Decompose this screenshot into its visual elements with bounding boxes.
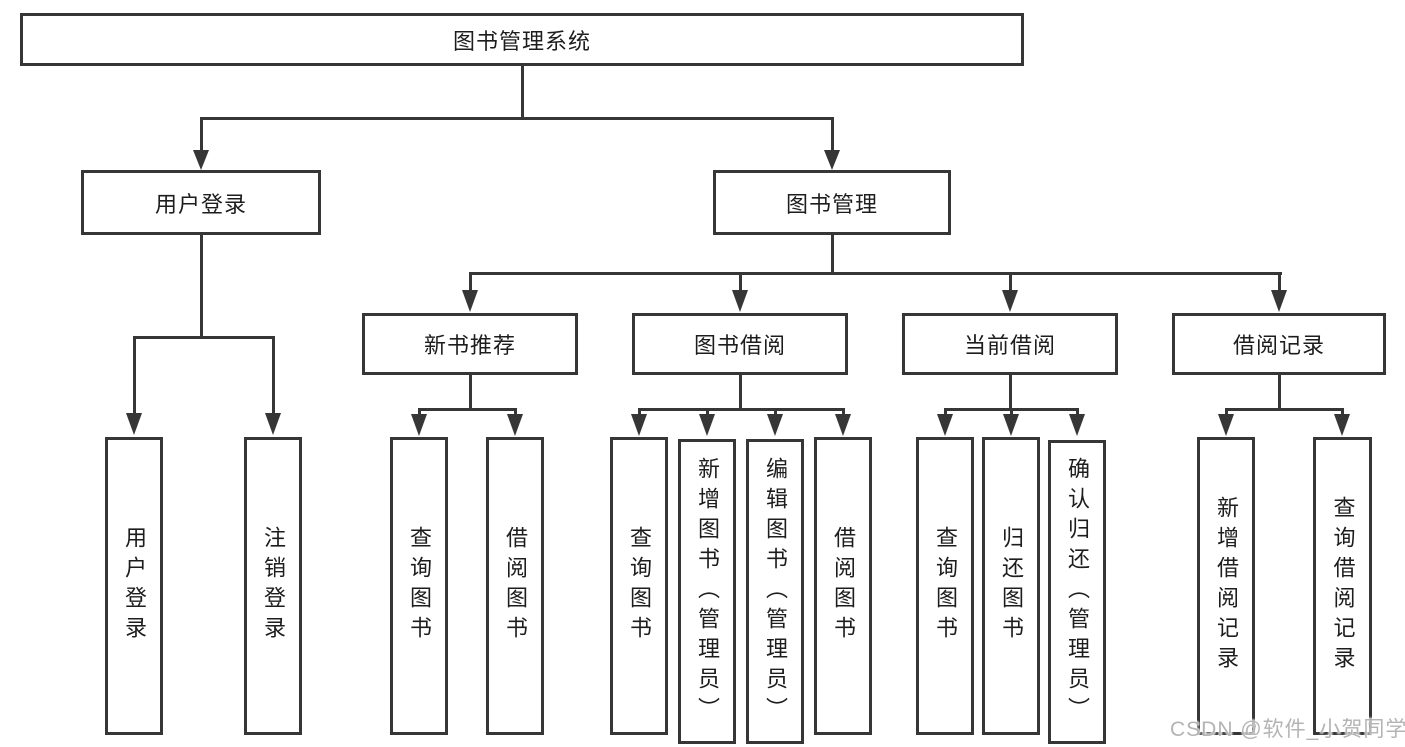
arrow-down-icon — [411, 414, 427, 436]
arrow-down-icon — [1003, 414, 1019, 436]
node-label: 确认归还（管理员） — [1065, 457, 1090, 727]
connector-line — [1010, 408, 1013, 416]
arrow-down-icon — [1271, 290, 1287, 312]
arrow-down-icon — [937, 414, 953, 436]
connector-line — [1009, 375, 1012, 410]
leaf-logout: 注销登录 — [244, 437, 302, 735]
leaf-query-borrow-record: 查询借阅记录 — [1313, 437, 1372, 735]
node-label: 图书管理 — [785, 191, 878, 217]
arrow-down-icon — [824, 150, 840, 170]
connector-line — [774, 408, 777, 416]
connector-line — [1225, 408, 1228, 416]
node-library-management-system: 图书管理系统 — [20, 13, 1024, 66]
arrow-down-icon — [507, 414, 523, 436]
connector-line — [418, 408, 517, 411]
arrow-down-icon — [265, 413, 281, 435]
node-book-management: 图书管理 — [713, 170, 951, 235]
node-label: 新书推荐 — [423, 333, 516, 358]
arrow-down-icon — [835, 414, 851, 436]
connector-line — [521, 66, 524, 118]
node-label: 注销登录 — [261, 526, 286, 646]
connector-line — [739, 272, 742, 292]
node-label: 查询借阅记录 — [1330, 496, 1356, 676]
connector-line — [469, 272, 1282, 275]
connector-line — [133, 336, 136, 414]
leaf-add-books-admin: 新增图书（管理员） — [678, 439, 736, 744]
node-new-book-recommend: 新书推荐 — [362, 313, 578, 375]
arrow-down-icon — [1002, 290, 1018, 312]
node-borrow-records: 借阅记录 — [1172, 313, 1386, 375]
watermark: CSDN @软件_小贺同学 — [1170, 718, 1405, 741]
leaf-borrow-books: 借阅图书 — [814, 437, 872, 735]
node-book-borrowing: 图书借阅 — [632, 313, 848, 375]
leaf-query-books: 查询图书 — [390, 437, 448, 735]
connector-line — [469, 272, 472, 292]
leaf-return-books: 归还图书 — [982, 437, 1040, 735]
connector-line — [469, 375, 472, 410]
arrow-down-icon — [462, 290, 478, 312]
connector-line — [1278, 375, 1281, 410]
node-current-borrowing: 当前借阅 — [902, 313, 1118, 375]
node-label: 新增图书（管理员） — [695, 456, 720, 727]
connector-line — [842, 408, 845, 416]
arrow-down-icon — [126, 413, 142, 435]
connector-line — [1225, 408, 1344, 411]
connector-line — [200, 117, 834, 120]
node-label: 图书管理系统 — [452, 28, 591, 54]
leaf-confirm-return-admin: 确认归还（管理员） — [1048, 440, 1106, 744]
node-label: 查询图书 — [407, 526, 432, 646]
connector-line — [200, 117, 203, 151]
leaf-query-books: 查询图书 — [610, 437, 668, 735]
node-label: 用户登录 — [154, 191, 247, 217]
connector-line — [1009, 272, 1012, 292]
connector-line — [1076, 408, 1079, 416]
node-label: 查询图书 — [933, 526, 958, 646]
arrow-down-icon — [732, 290, 748, 312]
arrow-down-icon — [193, 150, 209, 170]
node-label: 新增借阅记录 — [1214, 496, 1239, 676]
connector-line — [706, 408, 709, 416]
leaf-borrow-books: 借阅图书 — [486, 437, 544, 735]
connector-line — [1341, 408, 1344, 416]
node-label: 编辑图书（管理员） — [763, 456, 788, 727]
node-label: 借阅图书 — [503, 526, 528, 646]
connector-line — [739, 375, 742, 410]
node-label: 查询图书 — [627, 526, 652, 646]
node-label: 用户登录 — [122, 526, 147, 646]
connector-line — [418, 408, 421, 416]
connector-line — [272, 336, 275, 414]
connector-line — [831, 117, 834, 151]
leaf-query-books: 查询图书 — [916, 437, 974, 735]
connector-line — [133, 336, 275, 339]
connector-line — [831, 235, 834, 274]
arrow-down-icon — [1218, 414, 1234, 436]
node-label: 借阅图书 — [831, 526, 856, 646]
node-label: 借阅记录 — [1232, 333, 1325, 358]
arrow-down-icon — [1334, 414, 1350, 436]
arrow-down-icon — [767, 414, 783, 436]
node-label: 当前借阅 — [963, 333, 1056, 358]
node-user-login: 用户登录 — [81, 170, 321, 235]
arrow-down-icon — [631, 414, 647, 436]
leaf-edit-books-admin: 编辑图书（管理员） — [746, 439, 804, 744]
connector-line — [514, 408, 517, 416]
node-label: 归还图书 — [999, 526, 1024, 646]
connector-line — [944, 408, 947, 416]
arrow-down-icon — [1069, 414, 1085, 436]
node-label: 图书借阅 — [693, 333, 786, 358]
connector-line — [638, 408, 641, 416]
arrow-down-icon — [699, 414, 715, 436]
connector-line — [200, 235, 203, 338]
leaf-user-login: 用户登录 — [105, 437, 163, 735]
connector-line — [638, 408, 845, 411]
connector-line — [1278, 272, 1281, 292]
leaf-add-borrow-record: 新增借阅记录 — [1197, 437, 1255, 735]
